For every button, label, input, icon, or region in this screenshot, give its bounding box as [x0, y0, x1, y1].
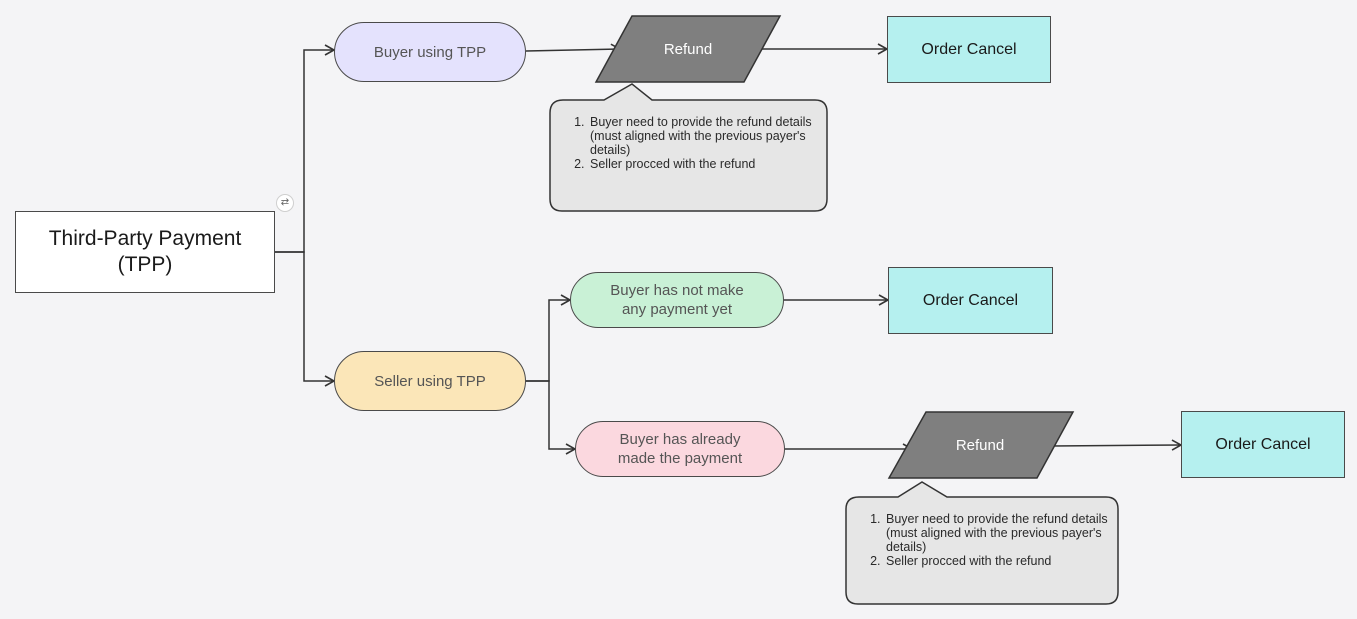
refund-label-buyer: Refund — [663, 40, 713, 58]
connector-root-buyer — [275, 44, 336, 253]
root-title-line1: Third-Party Payment — [48, 227, 242, 250]
connector-seller-notpaid — [526, 294, 572, 382]
refund-note-buyer: Buyer need to provide the refund details… — [570, 115, 820, 171]
note-item: Seller procced with the refund — [588, 157, 820, 171]
buyer-using-tpp-node: Buyer using TPP — [334, 22, 526, 82]
refund-label-seller: Refund — [955, 436, 1005, 454]
refund-shape-1 — [594, 15, 782, 83]
order-cancel-label-paid: Order Cancel — [1215, 435, 1311, 453]
order-cancel-label-buyer: Order Cancel — [921, 40, 1017, 58]
order-cancel-not-paid: Order Cancel — [888, 267, 1053, 334]
paid-line2: made the payment — [617, 450, 743, 467]
not-paid-line2: any payment yet — [621, 301, 733, 318]
note-item: Seller procced with the refund — [884, 554, 1116, 568]
paid-line1: Buyer has already — [619, 431, 741, 448]
buyer-using-tpp-label: Buyer using TPP — [373, 43, 487, 61]
buyer-paid-node: Buyer has already made the payment — [575, 421, 785, 477]
refund-node-seller: Refund — [912, 412, 1048, 478]
seller-using-tpp-label: Seller using TPP — [374, 372, 486, 390]
refund-shape-2 — [887, 411, 1075, 479]
buyer-not-paid-node: Buyer has not make any payment yet — [570, 272, 784, 328]
root-node-third-party-payment: Third-Party Payment (TPP) — [15, 211, 275, 293]
note-item: Buyer need to provide the refund details… — [588, 115, 820, 157]
order-cancel-buyer: Order Cancel — [887, 16, 1051, 83]
connector-seller-paid — [526, 380, 577, 455]
note-callout-1 — [549, 83, 828, 212]
connector-buyer-refund — [525, 43, 622, 55]
seller-using-tpp-node: Seller using TPP — [334, 351, 526, 411]
not-paid-line1: Buyer has not make — [610, 282, 744, 299]
root-title-line2: (TPP) — [117, 253, 173, 276]
connector-root-seller — [275, 251, 336, 387]
refund-note-seller: Buyer need to provide the refund details… — [866, 512, 1116, 568]
refund-node-buyer: Refund — [620, 16, 756, 82]
note-callout-2 — [845, 481, 1119, 605]
connector-refund-cancel-3 — [1051, 439, 1183, 451]
note-item: Buyer need to provide the refund details… — [884, 512, 1116, 554]
order-cancel-label-not-paid: Order Cancel — [922, 291, 1019, 309]
order-cancel-paid: Order Cancel — [1181, 411, 1345, 478]
sync-icon[interactable]: ⇄ — [276, 194, 294, 212]
